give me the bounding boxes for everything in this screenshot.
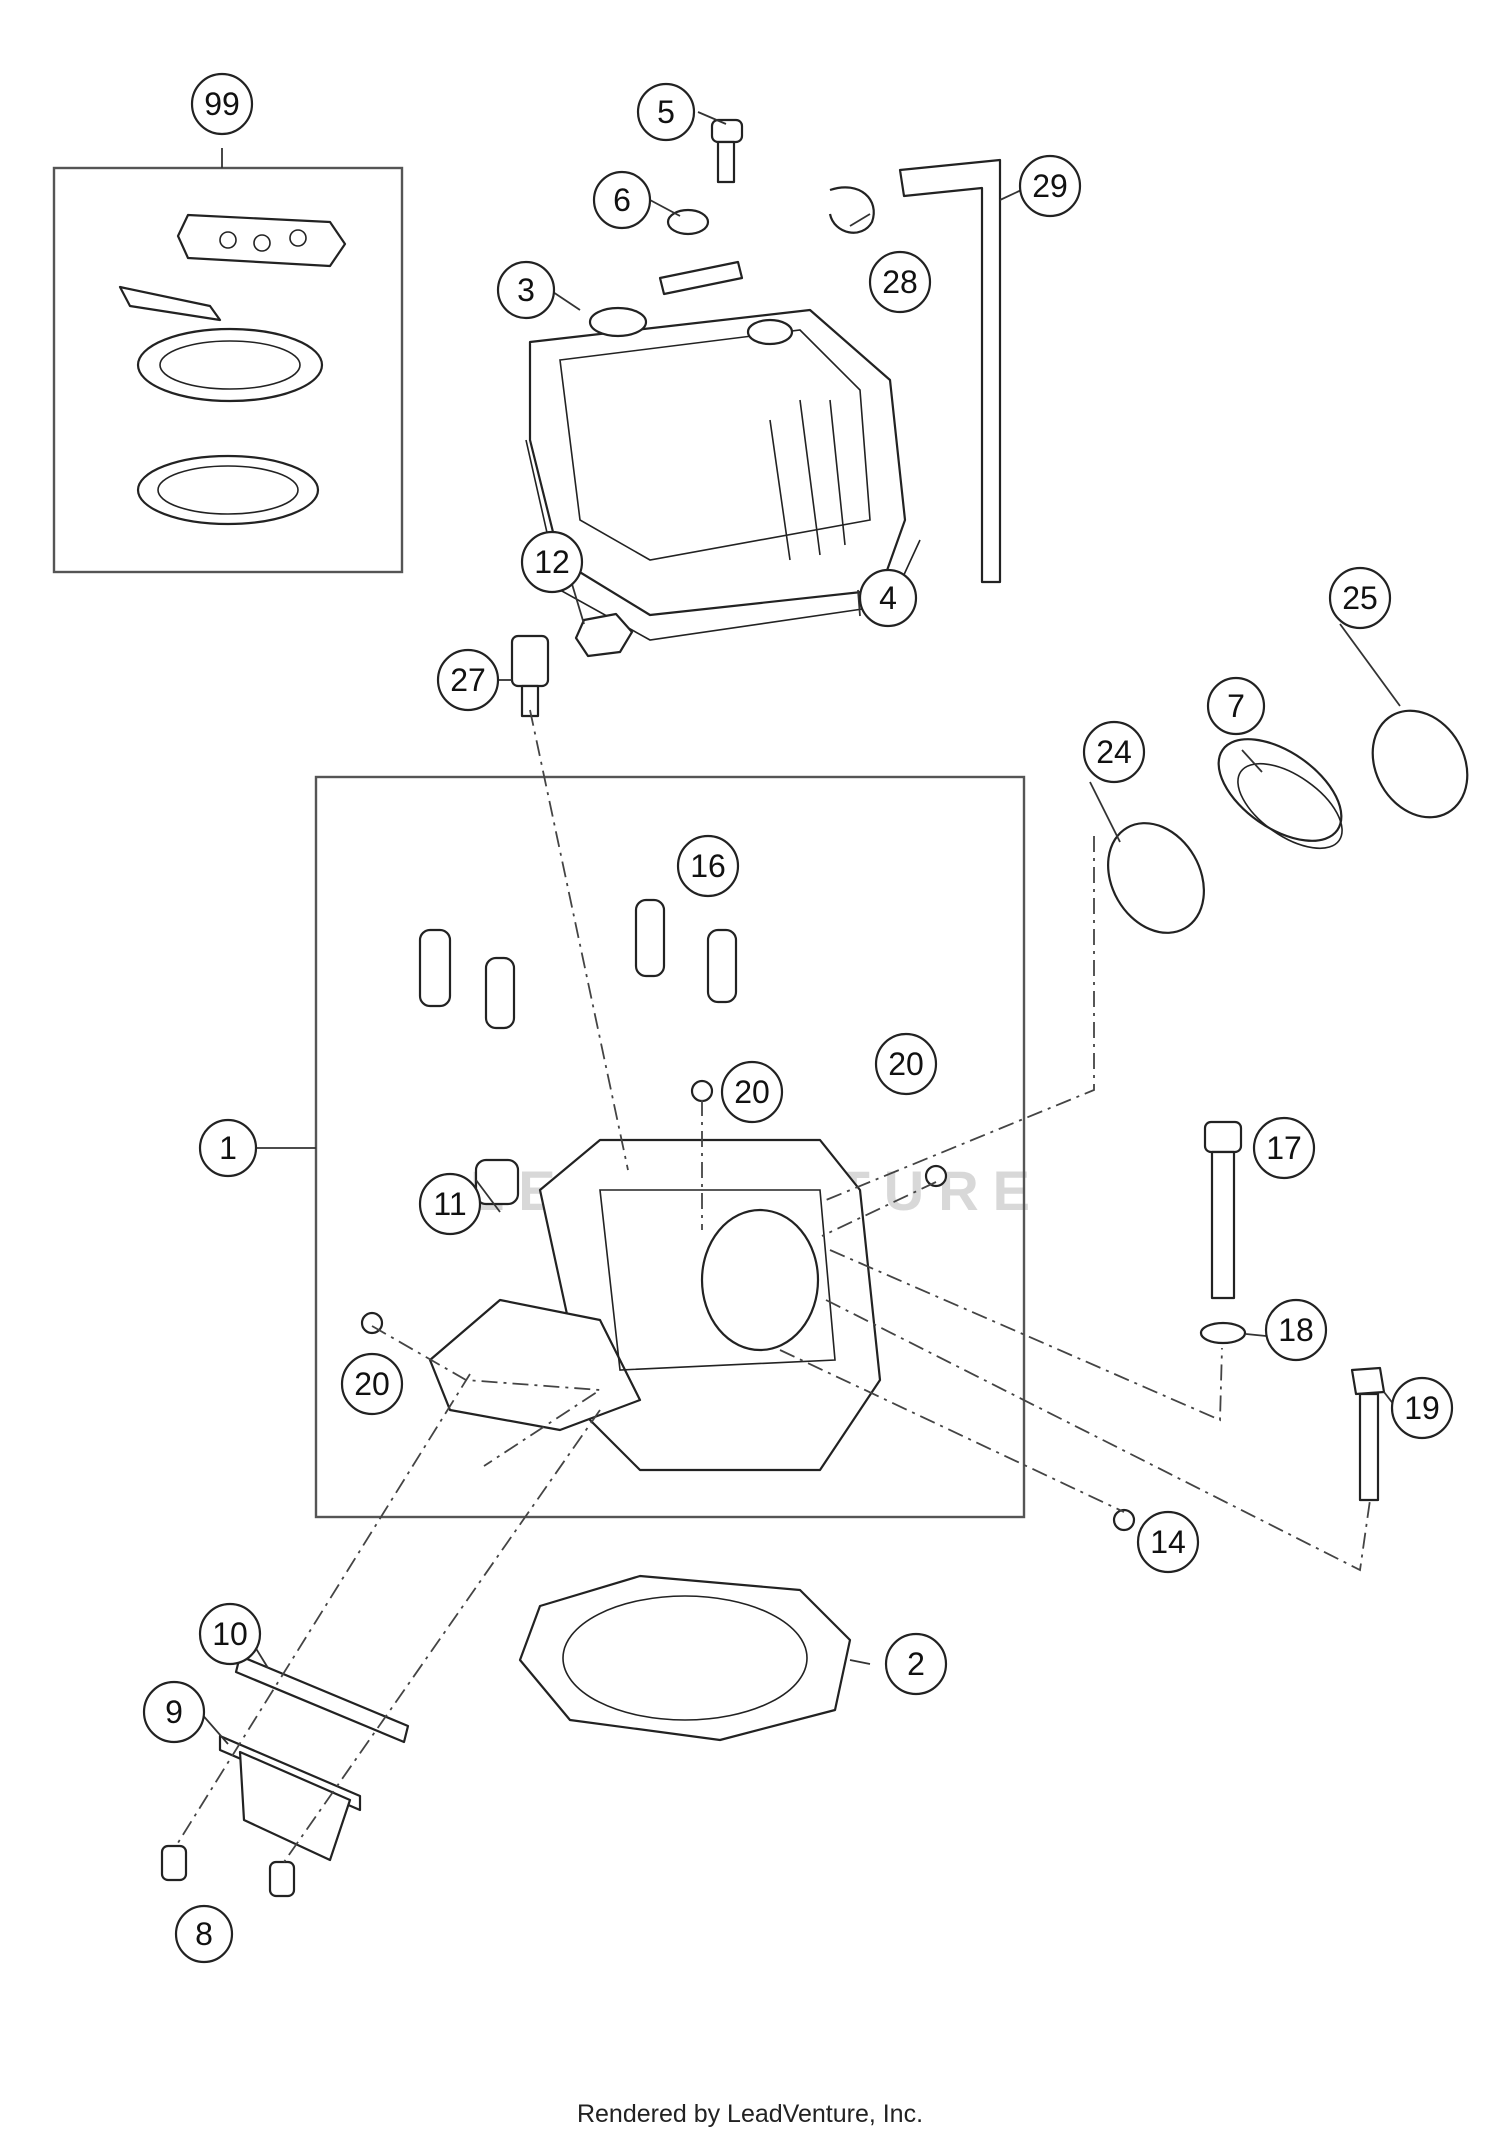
- gasket-kit-frame: [52, 166, 404, 574]
- head-nut-right: [924, 1164, 948, 1188]
- cylinder-head: [428, 1138, 882, 1472]
- callout-29: 29: [1018, 154, 1082, 218]
- footer-credit: Rendered by LeadVenture, Inc.: [576, 2100, 924, 2128]
- svg-text:14: 14: [1150, 1524, 1186, 1560]
- head-bolt-long: [1203, 1120, 1243, 1300]
- svg-text:5: 5: [657, 94, 675, 130]
- intake-clamp-right: [1371, 709, 1469, 819]
- crankcase-vent-clamp: [828, 186, 875, 234]
- callout-20-top: 20: [720, 1060, 784, 1124]
- svg-text:19: 19: [1404, 1390, 1440, 1426]
- svg-text:11: 11: [433, 1186, 466, 1222]
- callout-24: 24: [1082, 720, 1146, 784]
- gasket-kit-set: [118, 213, 347, 526]
- callout-7: 7: [1206, 676, 1266, 736]
- svg-text:4: 4: [879, 580, 897, 616]
- callout-27: 27: [436, 648, 500, 712]
- callout-3: 3: [496, 260, 556, 320]
- callout-4: 4: [858, 568, 918, 628]
- svg-text:17: 17: [1266, 1130, 1302, 1166]
- callout-20-left: 20: [340, 1352, 404, 1416]
- callout-14: 14: [1136, 1510, 1200, 1574]
- cylinder-head-frame: [314, 775, 1026, 1519]
- leader-lines: [199, 111, 1401, 1745]
- callout-19: 19: [1390, 1376, 1454, 1440]
- svg-text:24: 24: [1096, 734, 1132, 770]
- svg-text:27: 27: [450, 662, 486, 698]
- head-nut-top: [690, 1079, 714, 1103]
- intake-gasket: [234, 1654, 410, 1744]
- callout-9: 9: [142, 1680, 206, 1744]
- svg-text:8: 8: [195, 1916, 213, 1952]
- head-bolt-washer: [1199, 1321, 1247, 1345]
- temperature-sensor: [510, 634, 550, 718]
- svg-text:20: 20: [888, 1046, 924, 1082]
- svg-text:20: 20: [354, 1366, 390, 1402]
- valve-cover: [528, 260, 907, 617]
- cover-bolt: [666, 118, 744, 236]
- intake-clamp-left: [1107, 822, 1205, 934]
- callout-12: 12: [520, 530, 584, 594]
- svg-text:2: 2: [907, 1646, 925, 1682]
- callout-6: 6: [592, 170, 652, 230]
- svg-text:6: 6: [613, 182, 631, 218]
- svg-text:1: 1: [219, 1130, 237, 1166]
- head-bolt-short: [1350, 1366, 1386, 1502]
- callout-5: 5: [636, 82, 696, 142]
- svg-text:12: 12: [534, 544, 570, 580]
- intake-flange: [1217, 738, 1343, 850]
- svg-text:7: 7: [1227, 688, 1245, 724]
- assembly-lines: [175, 709, 1371, 1863]
- callout-18: 18: [1264, 1298, 1328, 1362]
- head-nut-lower: [1112, 1508, 1136, 1532]
- svg-text:18: 18: [1278, 1312, 1314, 1348]
- callout-16: 16: [676, 834, 740, 898]
- valve-guides: [418, 898, 738, 1030]
- intake-manifold: [218, 1734, 362, 1862]
- svg-text:16: 16: [690, 848, 726, 884]
- callout-8: 8: [174, 1904, 234, 1964]
- callout-2: 2: [884, 1632, 948, 1696]
- svg-text:28: 28: [882, 264, 918, 300]
- callout-28: 28: [868, 250, 932, 314]
- svg-text:3: 3: [517, 272, 535, 308]
- callout-25: 25: [1328, 566, 1392, 630]
- svg-text:9: 9: [165, 1694, 183, 1730]
- svg-text:25: 25: [1342, 580, 1378, 616]
- head-gasket: [518, 1574, 852, 1742]
- flange-nut: [574, 612, 634, 658]
- callout-10: 10: [198, 1602, 262, 1666]
- intake-screws: [160, 1844, 296, 1898]
- breather-hose: [898, 158, 1002, 584]
- callout-17: 17: [1252, 1116, 1316, 1180]
- svg-text:20: 20: [734, 1074, 770, 1110]
- callout-20-right: 20: [874, 1032, 938, 1096]
- svg-text:29: 29: [1032, 168, 1068, 204]
- callout-1: 1: [198, 1118, 258, 1178]
- svg-text:99: 99: [204, 86, 240, 122]
- callout-99: 99: [190, 72, 254, 136]
- callout-11: 11: [418, 1172, 482, 1236]
- svg-text:10: 10: [212, 1616, 248, 1652]
